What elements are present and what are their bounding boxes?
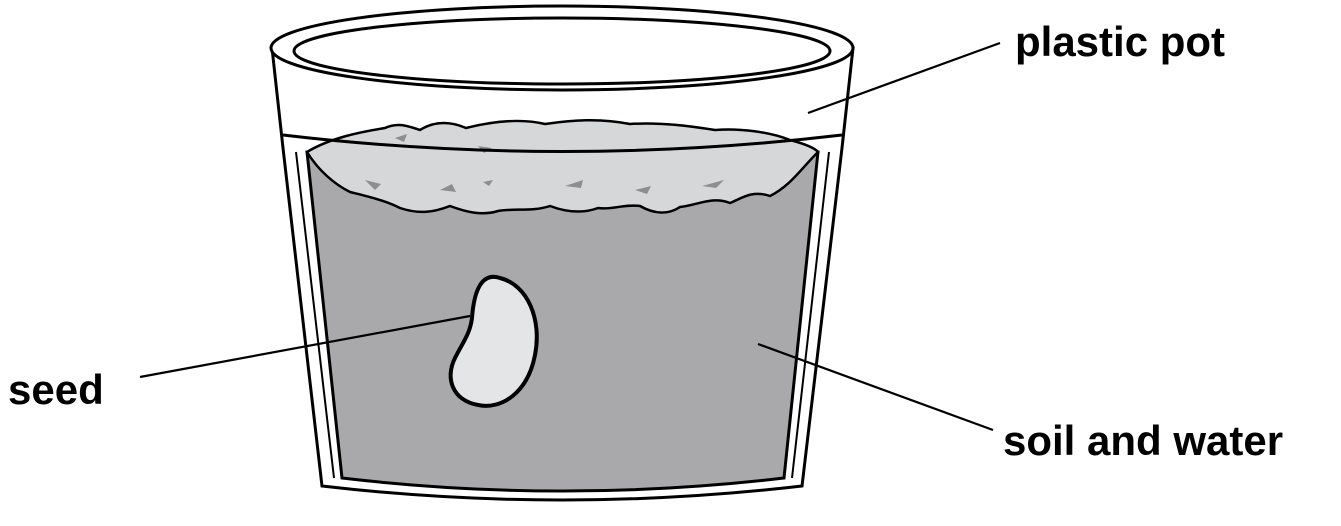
seed-shape — [448, 274, 539, 408]
pot-inner-wall-right — [791, 151, 830, 479]
soil-flecks — [365, 134, 724, 194]
soil-and-water-label: soil and water — [1003, 417, 1283, 464]
plastic-pot-label: plastic pot — [1015, 18, 1225, 65]
pot-inner-wall-left — [295, 151, 335, 479]
soil-leader-line — [757, 342, 994, 432]
pot-rim-inner — [292, 16, 832, 86]
pot-rim-outer — [269, 4, 855, 92]
seed-label: seed — [8, 366, 104, 413]
soil-surface — [305, 119, 820, 215]
pot-rim-band — [282, 133, 843, 153]
pot-leader-line — [807, 41, 1001, 115]
seed-leader-line — [139, 314, 471, 379]
